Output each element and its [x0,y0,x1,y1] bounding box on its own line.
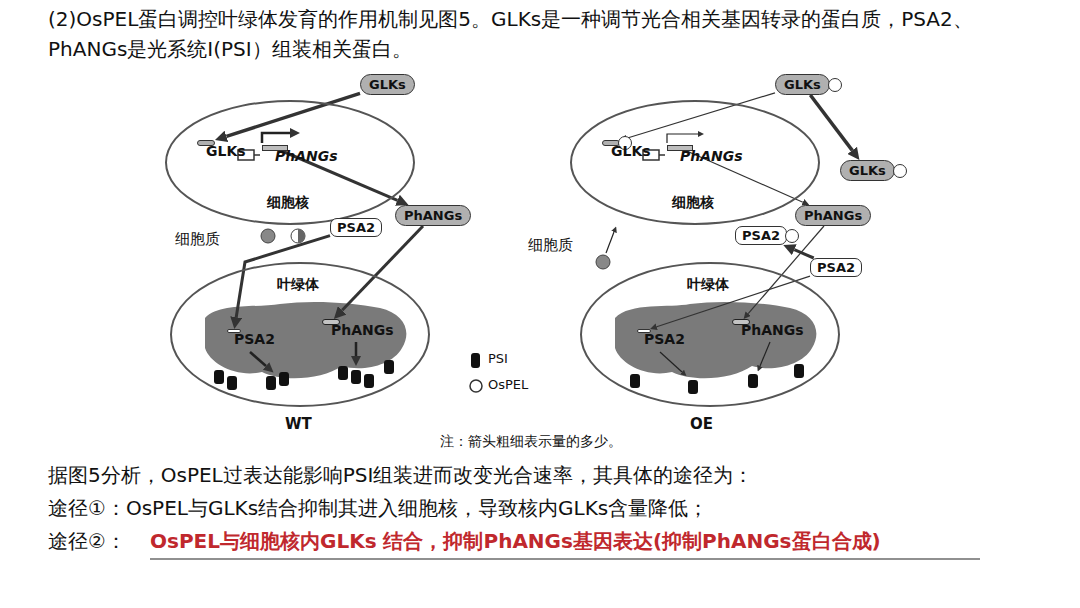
protein-ellipse: PhANGs [732,319,750,325]
node-text: PhANGs [680,148,743,164]
psi-complex [630,364,804,394]
ospel-circle [785,229,799,243]
node-text: PSA2 [644,331,685,347]
arrow-connector [794,250,813,258]
answer-prefix: 途径②： [48,528,126,555]
node-text: 细胞核 [672,194,714,212]
cytoplasm-molecule [261,229,275,243]
protein-ellipse: GLKs [197,140,215,146]
region-label: 细胞质 [175,230,220,249]
nucleus: 细胞核GLKsPhANGs [165,100,415,225]
node-text: GLKs [206,143,246,159]
protein-ellipse: GLKs [840,160,895,181]
protein-ellipse: PhANGs [322,319,340,325]
legend-ospel-symbol [470,380,482,392]
node-text: 叶绿体 [277,276,319,294]
node-text: PhANGs [804,208,862,223]
arrow-connector [657,276,810,327]
psi-complex [214,360,394,390]
node-text: PhANGs [331,322,394,338]
legend-item: OsPEL [488,377,528,392]
legend-text: PSI [488,351,508,366]
transcription-arrow [262,133,698,143]
question-text: 途径①：OsPEL与GLKs结合抑制其进入细胞核，导致核内GLKs含量降低； [48,495,708,522]
arrow-connector [236,236,330,318]
protein-ellipse: GLKs [775,74,830,95]
node-text: PhANGs [404,208,462,223]
gene-box: PhANGs [667,145,693,151]
assembly-arrow [250,342,770,372]
ospel-circle [828,78,842,92]
cytoplasm-molecule [298,229,305,243]
protein-ellipse: PhANGs [395,205,471,226]
thylakoid [205,302,406,378]
node-text: PSA2 [234,331,275,347]
protein-ellipse: PhANGs [795,205,871,226]
title: (2)OsPEL蛋白调控叶绿体发育的作用机制见图5。GLKs是一种调节光合相关基… [48,4,1048,64]
ospel-molecule [596,255,610,269]
ospel-arrow [606,232,614,253]
protein-box: PSA2 [227,329,241,333]
thylakoid [615,302,816,378]
ospel-circle [893,164,907,178]
node-text: GLKs [369,77,406,92]
question-text: 据图5分析，OsPEL过表达能影响PSI组装进而改变光合速率，其具体的途径为： [48,462,753,489]
arrow-connector [810,95,852,150]
chloroplast: 叶绿体 PSA2 PhANGs [580,262,840,407]
answer-text: OsPEL与细胞核内GLKs 结合，抑制PhANGs基因表达(抑制PhANGs蛋… [150,528,990,555]
legend-text: OsPEL [488,377,528,392]
region-label: 细胞质 [528,236,573,255]
protein-ellipse: GLKs [602,140,620,146]
node-text: GLKs [784,77,821,92]
protein-box: PSA2 [330,218,382,237]
legend-item: PSI [488,351,508,366]
node-text: PSA2 [337,220,375,235]
arrow-connector [342,226,423,310]
protein-box: PSA2 [735,226,787,245]
protein-box: PSA2 [637,329,651,333]
protein-ellipse: GLKs [360,74,415,95]
legend-psi-symbol [471,353,480,368]
node-text: GLKs [611,143,651,159]
node-text: 细胞核 [267,194,309,212]
gene-box: PhANGs [262,145,288,151]
note: 注：箭头粗细表示量的多少。 [440,433,622,451]
node-text: PhANGs [275,148,338,164]
node-text: PSA2 [817,260,855,275]
node-text: 叶绿体 [687,276,729,294]
panel-label: WT [285,415,312,433]
answer-underline [150,558,980,559]
protein-box: PSA2 [810,258,862,277]
node-text: PSA2 [742,228,780,243]
node-text: PhANGs [741,322,804,338]
nucleus: 细胞核GLKsPhANGs [570,100,820,225]
chloroplast: 叶绿体 PSA2 PhANGs [170,262,430,407]
node-text: GLKs [849,163,886,178]
panel-label: OE [690,415,713,433]
cytoplasm-molecule [291,229,305,243]
